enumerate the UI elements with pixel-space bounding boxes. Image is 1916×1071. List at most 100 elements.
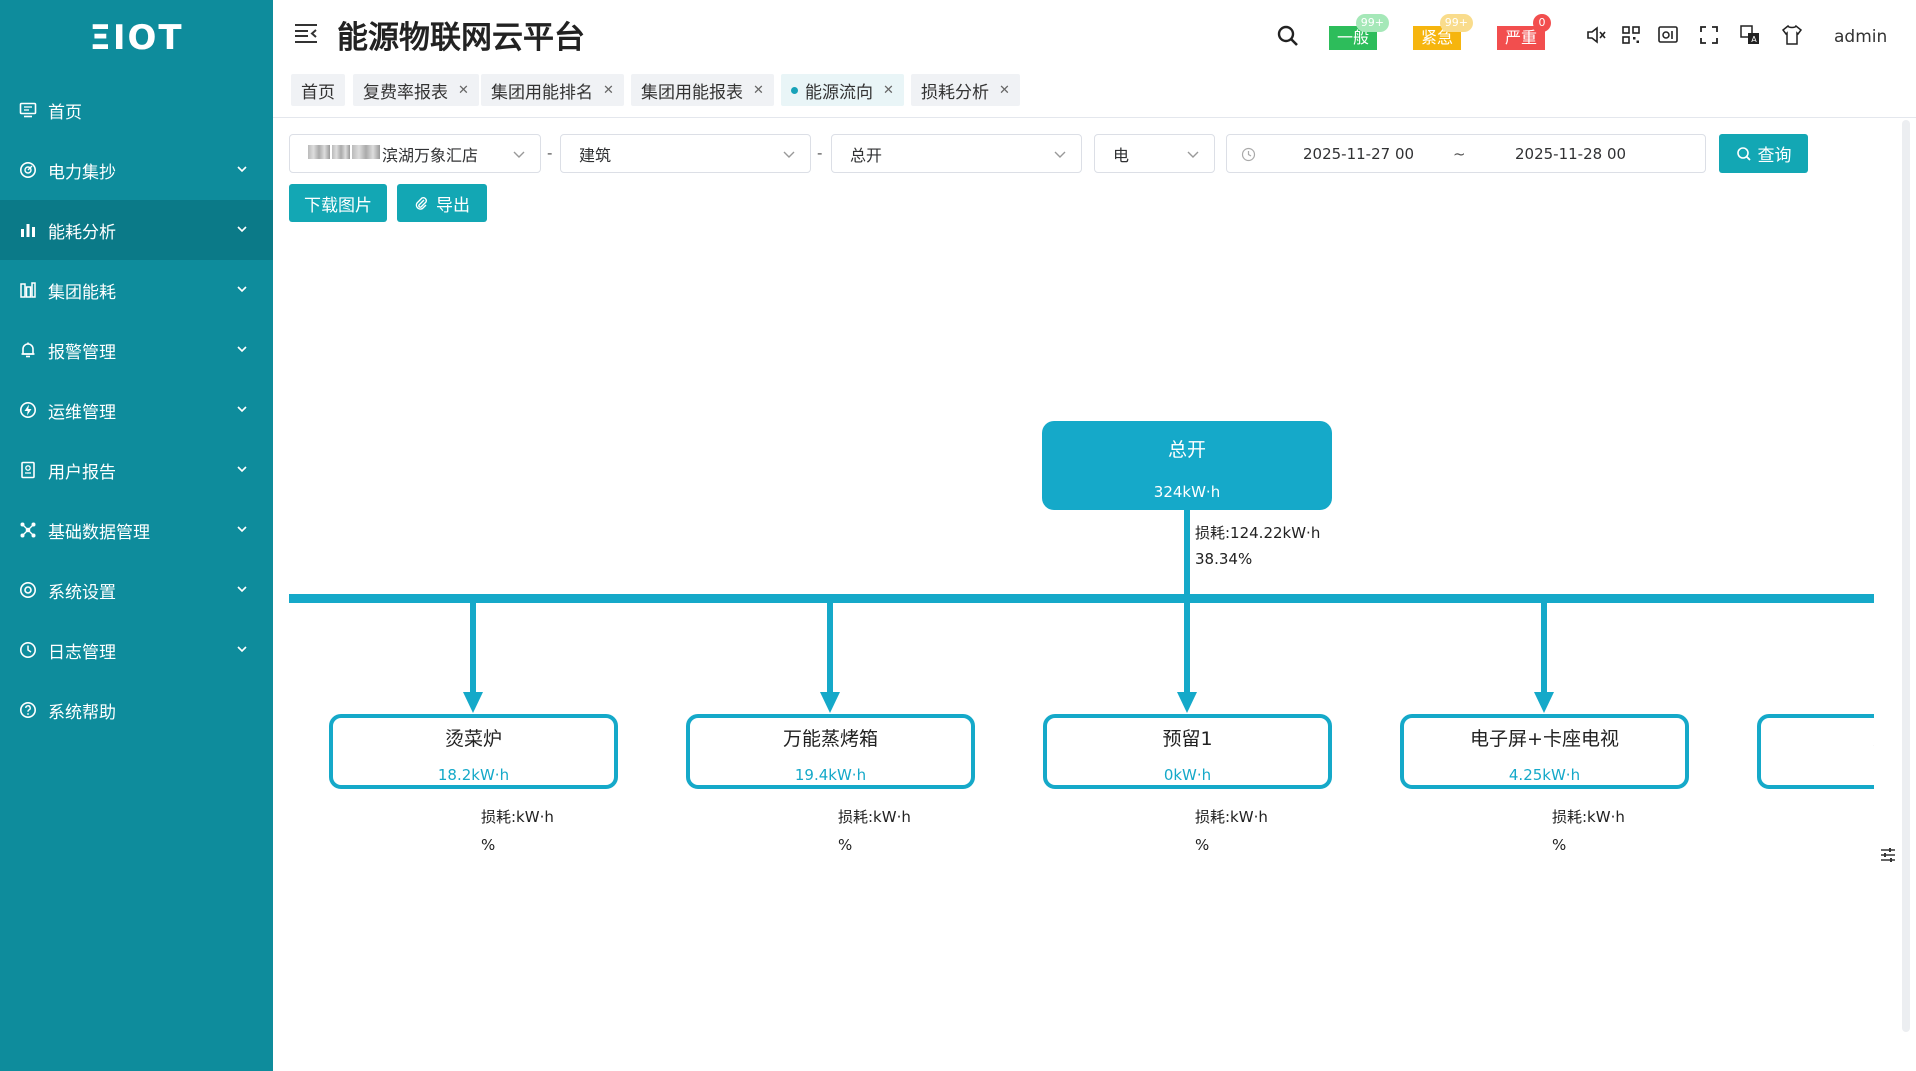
chevron-down-icon [237, 346, 247, 353]
date-range-picker[interactable]: 2025-11-27 00 ~ 2025-11-28 00 [1226, 134, 1706, 173]
help-icon [18, 700, 38, 720]
app-title: 能源物联网云平台 [337, 20, 585, 56]
flow-connectors [289, 510, 1874, 713]
translate-icon[interactable]: A [1739, 24, 1761, 46]
close-icon[interactable]: ✕ [999, 82, 1010, 98]
qrcode-icon[interactable] [1620, 24, 1642, 46]
clock-icon [1241, 147, 1256, 162]
sidebar-item-user-report[interactable]: 用户报告 [0, 440, 273, 500]
active-dot [791, 86, 798, 94]
child-node-4[interactable]: 电子屏+卡座电视 4.25kW·h [1400, 714, 1689, 789]
alarm-urgent-badge: 99+ [1439, 14, 1474, 32]
sidebar-item-label: 集团能耗 [48, 282, 116, 303]
date-end-input[interactable]: 2025-11-28 00 [1515, 145, 1627, 163]
tab-label: 首页 [301, 82, 335, 103]
bar-chart-icon [18, 220, 38, 240]
child-loss-percent: % [1195, 836, 1210, 854]
sidebar-item-energy-analysis[interactable]: 能耗分析 [0, 200, 273, 260]
child-node-2[interactable]: 万能蒸烤箱 19.4kW·h [686, 714, 975, 789]
separator: - [547, 144, 553, 162]
child-node-5[interactable]: 天花灯 [1757, 714, 1874, 789]
mute-icon[interactable] [1585, 24, 1607, 46]
username[interactable]: admin [1834, 27, 1888, 47]
fullscreen-icon[interactable] [1698, 24, 1720, 46]
root-loss-percent: 38.34% [1195, 550, 1253, 568]
export-button[interactable]: 导出 [397, 184, 487, 222]
chevron-down-icon [237, 406, 247, 413]
search-icon[interactable] [1276, 24, 1300, 48]
theme-shirt-icon[interactable] [1781, 24, 1803, 46]
alarm-urgent-button[interactable]: 紧急 99+ [1413, 14, 1474, 50]
sliders-icon[interactable] [1879, 846, 1897, 864]
site-blur [308, 144, 382, 163]
child-node-name: 电子屏+卡座电视 [1470, 728, 1619, 750]
node-value: 总开 [850, 145, 883, 165]
sidebar-item-home[interactable]: 首页 [0, 80, 273, 140]
chevron-down-icon [783, 151, 795, 158]
tab-loss-analysis[interactable]: 损耗分析 ✕ [911, 74, 1020, 106]
sidebar-item-alarm[interactable]: 报警管理 [0, 320, 273, 380]
child-loss: 损耗:kW·h [838, 808, 911, 826]
close-icon[interactable]: ✕ [883, 82, 894, 98]
sidebar-item-label: 日志管理 [48, 642, 116, 663]
alarm-general-button[interactable]: 一般 99+ [1329, 14, 1390, 50]
child-node-name: 天花灯 [1761, 724, 1874, 751]
close-icon[interactable]: ✕ [458, 82, 469, 98]
child-node-value: 0kW·h [1163, 766, 1212, 784]
sidebar-item-power-reading[interactable]: 电力集抄 [0, 140, 273, 200]
lightning-icon [18, 400, 38, 420]
sidebar-item-maintenance[interactable]: 运维管理 [0, 380, 273, 440]
tab-group-report[interactable]: 集团用能报表 ✕ [631, 74, 774, 106]
logo: ΞIOT [89, 18, 184, 58]
tab-multi-rate-report[interactable]: 复费率报表 ✕ [353, 74, 479, 106]
tab-label: 集团用能报表 [641, 82, 743, 103]
sidebar-item-help[interactable]: 系统帮助 [0, 680, 273, 740]
chevron-down-icon [237, 586, 247, 593]
chevron-down-icon [237, 226, 247, 233]
report-icon [18, 460, 38, 480]
energy-type-value: 电 [1113, 145, 1130, 165]
alarm-severe-button[interactable]: 严重 0 [1497, 14, 1552, 50]
sidebar-item-logs[interactable]: 日志管理 [0, 620, 273, 680]
child-loss-percent: % [1552, 836, 1567, 854]
energy-type-select[interactable]: 电 [1094, 134, 1215, 173]
menu-fold-icon[interactable] [293, 20, 319, 46]
tab-energy-flow[interactable]: 能源流向 ✕ [781, 74, 904, 106]
network-icon [18, 520, 38, 540]
chevron-down-icon [237, 166, 247, 173]
date-start-input[interactable]: 2025-11-27 00 [1303, 145, 1415, 163]
sidebar-item-system-settings[interactable]: 系统设置 [0, 560, 273, 620]
tab-group-ranking[interactable]: 集团用能排名 ✕ [481, 74, 624, 106]
chevron-down-icon [237, 286, 247, 293]
flow-arrow-3 [1177, 602, 1197, 713]
download-image-button[interactable]: 下载图片 [289, 184, 387, 222]
child-loss: 损耗:kW·h [1195, 808, 1268, 826]
child-node-1[interactable]: 烫菜炉 18.2kW·h [329, 714, 618, 789]
chevron-down-icon [237, 526, 247, 533]
bell-icon [18, 340, 38, 360]
monitor-icon [18, 100, 38, 120]
close-icon[interactable]: ✕ [603, 82, 614, 98]
child-loss-percent: % [481, 836, 496, 854]
category-select[interactable]: 建筑 [560, 134, 811, 173]
sidebar-item-base-data[interactable]: 基础数据管理 [0, 500, 273, 560]
site-select[interactable]: 滨湖万象汇店 [289, 134, 541, 173]
child-node-name: 烫菜炉 [444, 728, 502, 750]
screen-monitor-icon[interactable] [1657, 24, 1679, 46]
alarm-severe-badge: 0 [1533, 14, 1552, 32]
sidebar-item-label: 首页 [48, 102, 82, 123]
columns-icon [18, 280, 38, 300]
vertical-scrollbar[interactable] [1902, 120, 1910, 1032]
separator: - [817, 144, 823, 162]
close-icon[interactable]: ✕ [753, 82, 764, 98]
child-node-3[interactable]: 预留1 0kW·h [1043, 714, 1332, 789]
download-button-label: 下载图片 [304, 195, 372, 216]
node-select[interactable]: 总开 [831, 134, 1082, 173]
search-icon [1736, 146, 1751, 161]
query-button[interactable]: 查询 [1719, 134, 1808, 173]
root-node[interactable]: 总开 324kW·h [1042, 421, 1332, 510]
sidebar-item-group-energy[interactable]: 集团能耗 [0, 260, 273, 320]
tab-home[interactable]: 首页 [291, 74, 345, 106]
site-value: 滨湖万象汇店 [382, 145, 479, 165]
tab-bar: 首页 复费率报表 ✕ 集团用能排名 ✕ 集团用能报表 ✕ 能源流向 ✕ 损耗分析… [273, 66, 1916, 118]
